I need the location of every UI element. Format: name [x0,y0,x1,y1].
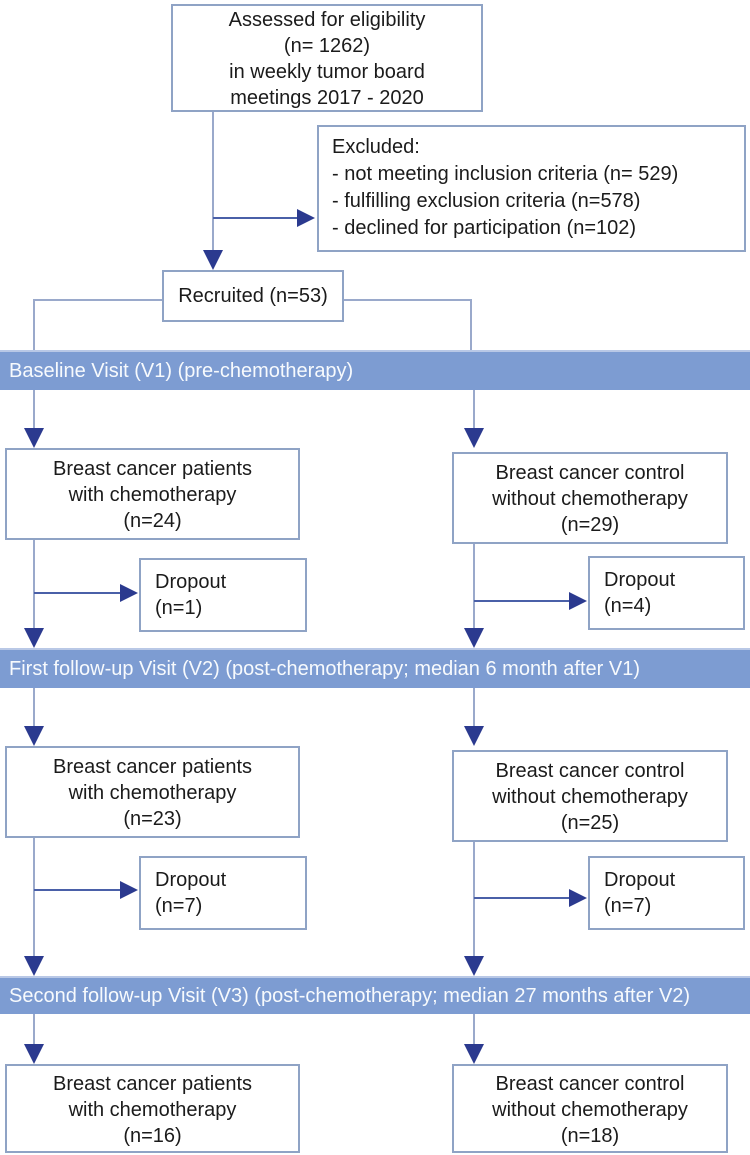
v3-chemo-line: with chemotherapy [68,1099,237,1121]
connector-v1-left [33,390,35,430]
assessed-line: in weekly tumor board [229,61,425,83]
connector-v3-left [33,1014,35,1046]
connector-recruited-right [344,299,472,301]
v3-control-box: Breast cancer control without chemothera… [452,1064,728,1153]
arrowhead-down-icon [464,1044,484,1064]
connector-dropout2-right [474,897,569,899]
arrowhead-down-icon [464,428,484,448]
dropout-line: (n=7) [155,895,203,917]
arrowhead-down-icon [203,250,223,270]
dropout2-left-box: Dropout (n=7) [139,856,307,930]
connector-assessed-recruited [212,112,214,250]
banner-v3: Second follow-up Visit (V3) (post-chemot… [0,976,750,1014]
v1-chemo-box: Breast cancer patients with chemotherapy… [5,448,300,540]
v2-chemo-line: (n=23) [123,808,182,830]
v3-control-line: Breast cancer control [495,1073,685,1095]
dropout-line: (n=4) [604,595,652,617]
arrowhead-right-icon [297,209,315,227]
dropout-line: (n=7) [604,895,652,917]
connector-v1-left-down [33,540,35,628]
v1-chemo-line: with chemotherapy [68,484,237,506]
connector-v2-right [473,688,475,728]
v1-chemo-line: Breast cancer patients [53,458,252,480]
v3-chemo-box: Breast cancer patients with chemotherapy… [5,1064,300,1153]
excluded-line: Excluded: [332,136,420,158]
v3-control-line: without chemotherapy [492,1099,688,1121]
dropout1-left-box: Dropout (n=1) [139,558,307,632]
connector-recruited-left-down [33,299,35,351]
banner-v2-label: First follow-up Visit (V2) (post-chemoth… [9,657,640,680]
v1-control-line: without chemotherapy [492,488,688,510]
v2-control-line: Breast cancer control [495,760,685,782]
dropout2-right-box: Dropout (n=7) [588,856,745,930]
v3-chemo-line: (n=16) [123,1125,182,1147]
banner-v1-label: Baseline Visit (V1) (pre-chemotherapy) [9,359,354,382]
arrowhead-right-icon [120,584,138,602]
dropout-line: Dropout [155,571,227,593]
v2-control-line: without chemotherapy [492,786,688,808]
dropout-line: (n=1) [155,597,203,619]
connector-v2-left [33,688,35,728]
arrowhead-right-icon [569,592,587,610]
v3-chemo-line: Breast cancer patients [53,1073,252,1095]
v2-chemo-line: with chemotherapy [68,782,237,804]
connector-dropout1-left [34,592,120,594]
recruited-box: Recruited (n=53) [162,270,344,322]
v2-control-line: (n=25) [560,812,620,834]
dropout1-right-box: Dropout (n=4) [588,556,745,630]
v1-control-box: Breast cancer control without chemothera… [452,452,728,544]
arrowhead-down-icon [24,628,44,648]
excluded-line: - not meeting inclusion criteria (n= 529… [332,163,679,185]
connector-dropout2-left [34,889,120,891]
arrowhead-down-icon [464,726,484,746]
v2-control-box: Breast cancer control without chemothera… [452,750,728,842]
v2-chemo-line: Breast cancer patients [53,756,252,778]
arrowhead-right-icon [120,881,138,899]
connector-v1-right [473,390,475,430]
excluded-line: - declined for participation (n=102) [332,217,637,239]
connector-v3-right [473,1014,475,1046]
v1-control-line: Breast cancer control [495,462,685,484]
connector-recruited-right-down [470,299,472,351]
dropout-line: Dropout [604,569,676,591]
excluded-box: Excluded: - not meeting inclusion criter… [317,125,746,252]
connector-excluded [213,217,297,219]
assessed-line: (n= 1262) [283,35,371,57]
v3-control-line: (n=18) [560,1125,620,1147]
arrowhead-down-icon [464,956,484,976]
v1-chemo-line: (n=24) [123,510,182,532]
dropout-line: Dropout [604,869,676,891]
connector-v2-left-down [33,838,35,956]
banner-v1: Baseline Visit (V1) (pre-chemotherapy) [0,350,750,390]
arrowhead-down-icon [24,956,44,976]
dropout-line: Dropout [155,869,227,891]
arrowhead-down-icon [24,428,44,448]
excluded-line: - fulfilling exclusion criteria (n=578) [332,190,641,212]
v1-control-line: (n=29) [560,514,620,536]
recruited-label: Recruited (n=53) [178,285,328,307]
connector-recruited-left [33,299,162,301]
assessed-line: meetings 2017 - 2020 [230,87,424,109]
arrowhead-down-icon [24,1044,44,1064]
connector-v1-right-down [473,544,475,628]
v2-chemo-box: Breast cancer patients with chemotherapy… [5,746,300,838]
assessed-line: Assessed for eligibility [228,9,426,31]
arrowhead-down-icon [24,726,44,746]
banner-v3-label: Second follow-up Visit (V3) (post-chemot… [9,984,691,1007]
banner-v2: First follow-up Visit (V2) (post-chemoth… [0,648,750,688]
connector-dropout1-right [474,600,569,602]
arrowhead-down-icon [464,628,484,648]
arrowhead-right-icon [569,889,587,907]
connector-v2-right-down [473,842,475,956]
assessed-box: Assessed for eligibility (n= 1262) in we… [171,4,483,112]
